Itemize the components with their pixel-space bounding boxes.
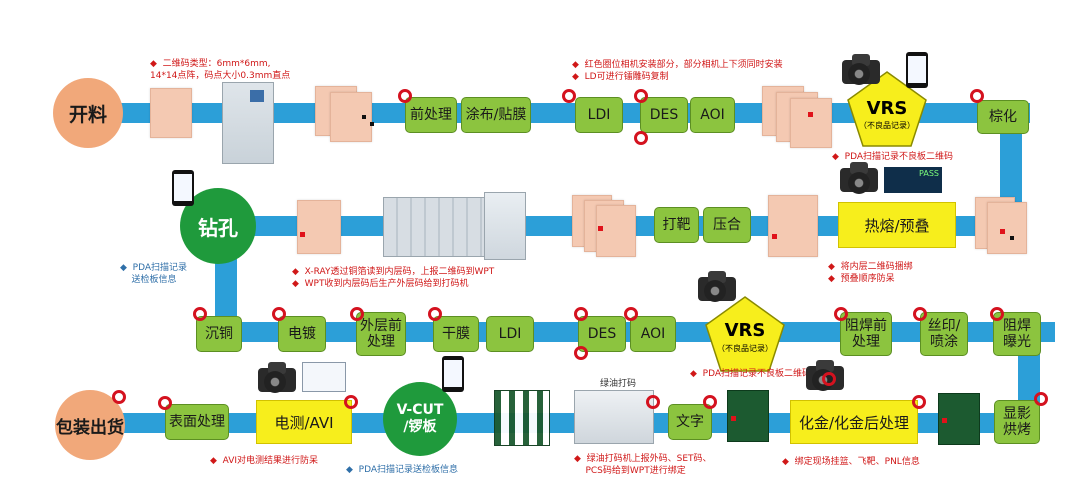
process-des[interactable]: DES [640,97,688,133]
pda-icon [906,52,928,88]
process-pre-treat[interactable]: 前处理 [405,97,457,133]
process-legend-text[interactable]: 文字 [668,404,712,440]
qr-laser-machine [222,82,274,164]
camera-marker [158,396,172,410]
note-camera: ◆ 红色圈位相机安装部分，部分相机上下须同时安装 ◆ LD可进行镭雕码复制 [572,60,783,83]
camera-marker [703,395,717,409]
et-screen [302,362,346,392]
vrs-label-2: VRS [724,320,766,341]
process-sm-expose[interactable]: 阻焊 曝光 [993,312,1041,356]
camera-marker [574,346,588,360]
qr-marker [772,234,777,239]
process-des-outer[interactable]: DES [578,316,626,352]
camera-marker [634,89,648,103]
note-qr-type: ◆ 二维码类型：6mm*6mm, 14*14点阵，码点大小0.3mm直点 [150,59,291,82]
process-outer-pre[interactable]: 外层前 处理 [356,312,406,356]
process-aoi[interactable]: AOI [690,97,735,133]
camera-marker [272,307,286,321]
process-ldi-outer[interactable]: LDI [486,316,534,352]
pda-icon [442,356,464,392]
note-avi: ◆ AVI对电测结果进行防呆 [210,456,319,466]
coder-title: 绿油打码 [600,379,637,389]
process-ldi[interactable]: LDI [575,97,623,133]
camera-marker [112,390,126,404]
process-sm-pre[interactable]: 阻焊前 处理 [840,312,892,356]
panel-sheet [297,200,341,254]
camera-marker [634,131,648,145]
camera-marker [193,307,207,321]
start-node[interactable]: 开料 [53,78,123,148]
vrs-station-1[interactable] [846,70,928,148]
camera-marker [834,307,848,321]
process-dryfilm[interactable]: 干膜 [433,316,479,352]
process-electroplate[interactable]: 电镀 [278,316,326,352]
camera-marker [913,307,927,321]
camera-marker [350,307,364,321]
vrs-sub-2: （不良品记录） [717,344,773,353]
panel-sheet [150,88,192,138]
panel-sheet-stack [596,205,636,257]
note-pda-vcut: ◆ PDA扫描记录送检板信息 [346,465,458,475]
qr-dot [370,122,374,126]
qr-dot [1010,236,1014,240]
vrs-station-2[interactable] [704,295,786,373]
camera-marker [624,307,638,321]
qr-marker [808,112,813,117]
qr-marker [300,232,305,237]
camera-marker [398,89,412,103]
process-target[interactable]: 打靶 [654,207,699,243]
process-enig[interactable]: 化金/化金后处理 [790,400,918,444]
panel-sheet-stack [790,98,832,148]
camera-lens-icon [704,280,726,302]
camera-lens-icon [848,172,870,194]
green-oil-coder-machine [574,390,654,444]
camera-marker [990,307,1004,321]
qr-dot [362,115,366,119]
vcut-node[interactable]: V-CUT /锣板 [383,382,457,456]
camera-marker [344,395,358,409]
vrs-label-1: VRS [866,98,908,119]
note-pda-vrs-2: ◆ PDA扫描记录不良板二维码 [690,369,811,379]
vrs-sub-1: （不良品记录） [859,121,915,130]
process-fuse-prestack[interactable]: 热熔/预叠 [838,202,956,248]
panel-sheet-stack [987,202,1027,254]
note-pda-drill: ◆ PDA扫描记录 送检板信息 [120,263,187,286]
process-surface-finish[interactable]: 表面处理 [165,404,229,440]
qr-marker [731,416,736,421]
process-develop-bake[interactable]: 显影 烘烤 [994,400,1040,444]
camera-marker [646,395,660,409]
pda-icon [172,170,194,206]
process-aoi-outer[interactable]: AOI [630,316,676,352]
camera-marker [562,89,576,103]
camera-marker [912,395,926,409]
qr-marker [1000,229,1005,234]
camera-marker [428,307,442,321]
camera-marker [1034,392,1048,406]
qr-marker [598,226,603,231]
note-bind: ◆ 将内层二维码捆绑 ◆ 预叠顺序防呆 [828,262,913,285]
wpt-machine [484,192,526,260]
panel-sheet [768,195,818,257]
camera-lens-icon [264,371,286,393]
note-pda-vrs-1: ◆ PDA扫描记录不良板二维码 [832,152,953,162]
xray-machine [383,197,485,257]
process-silk-spray[interactable]: 丝印/ 喷涂 [920,312,968,356]
process-electroless-cu[interactable]: 沉铜 [196,316,242,352]
camera-marker [970,89,984,103]
camera-marker [574,307,588,321]
note-coder: ◆ 绿油打码机上报外码、SET码、 PCS码给到WPT进行绑定 [574,454,712,477]
process-et-avi[interactable]: 电测/AVI [256,400,352,444]
camera-marker [822,372,836,386]
camera-lens-icon [848,63,870,85]
pass-screen: PASS [884,167,942,193]
note-xray: ◆ X-RAY透过铜箔读到内层码，上报二维码到WPT ◆ WPT收到内层码后生产… [292,267,495,290]
machine-screen [250,90,264,102]
process-coat-laminate[interactable]: 涂布/贴膜 [461,97,531,133]
note-enig: ◆ 绑定现场挂篮、飞靶、PNL信息 [782,457,920,467]
pcb-panel [494,390,550,446]
qr-marker [942,418,947,423]
process-press[interactable]: 压合 [703,207,751,243]
process-brown-oxide[interactable]: 棕化 [977,100,1029,134]
